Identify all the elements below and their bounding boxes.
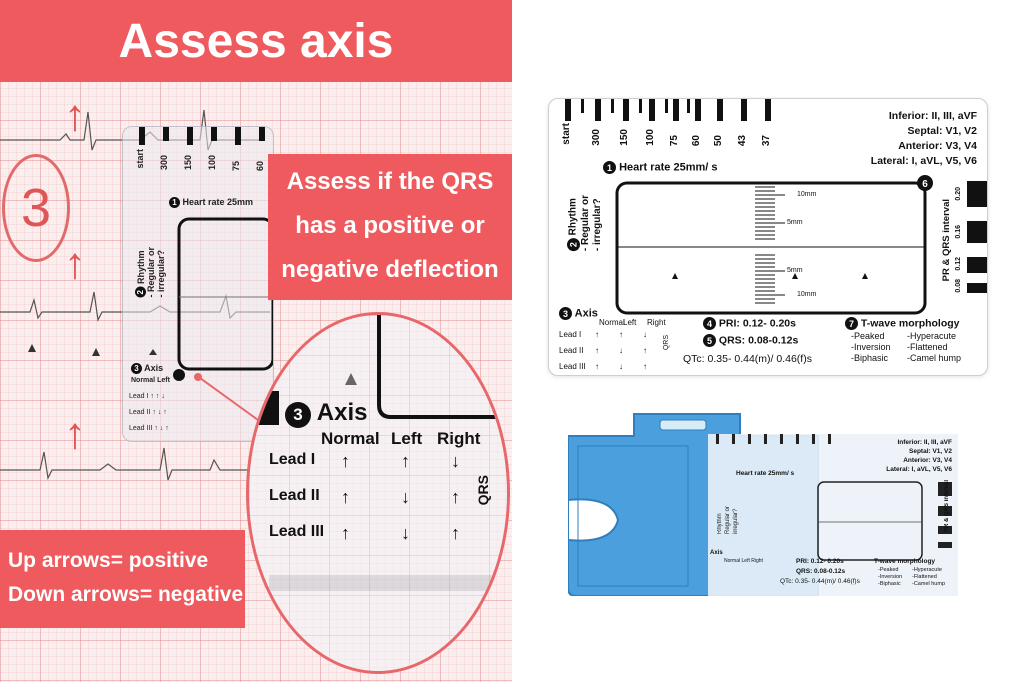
lead-ii-label: Lead II <box>269 487 320 504</box>
up-arrow-icon: ↑ <box>64 239 86 288</box>
magnified-ruler-edge <box>249 315 507 671</box>
axis-qrs-label: QRS <box>663 335 670 351</box>
holder-pr-qrs-label: PR & QRS interval <box>944 480 950 533</box>
lead-i-normal-arrow-icon: ↑ <box>341 451 350 471</box>
lead-i-label: Lead I <box>269 451 316 468</box>
legend-line-negative: Down arrows= negative <box>8 583 244 606</box>
t-wave-heading: 7 T-wave morphology <box>845 317 960 330</box>
lead-rows-small: Lead I ↑ ↑ ↓ Lead II ↑ ↓ ↑ Lead III ↑ ↓ … <box>129 393 169 432</box>
axis-columns-small: Normal Left <box>131 377 170 384</box>
up-arrow-icon: ↑ <box>64 91 86 140</box>
translucent-ruler: start 300 150 100 75 60 1 Heart rate 25m… <box>122 126 274 442</box>
qtc-value: QTc: 0.35- 0.44(m)/ 0.46(f)s <box>683 353 812 365</box>
pr-tick-012: 0.12 <box>955 257 962 271</box>
axis-heading: 3 Axis <box>559 307 598 320</box>
lead-iii-label: Lead III <box>269 523 325 540</box>
lead-row: Lead II↑↓↑ <box>559 346 647 355</box>
holder-t-wave-heading: T-wave morphology <box>874 558 936 565</box>
magnified-axis-heading: 3 Axis <box>285 399 367 428</box>
step-number-icon: 3 <box>559 307 572 320</box>
qrs-value: 5 QRS: 0.08-0.12s <box>703 334 798 347</box>
rate-tick-37: 37 <box>761 135 772 147</box>
callout-line: negative deflection <box>281 256 499 283</box>
ecg-ruler-card: 6 start 300 150 100 75 60 50 43 37 Infer… <box>548 98 988 376</box>
up-arrow-icon: ↑ <box>64 409 86 458</box>
lead-ii-right-arrow-icon: ↑ <box>451 487 460 507</box>
holder-qrs: QRS: 0.08-0.12s <box>796 568 846 575</box>
step-circle: 3 <box>2 154 70 262</box>
lead-iii-normal-arrow-icon: ↑ <box>341 523 350 543</box>
legend-line-positive: Up arrows= positive <box>8 549 209 572</box>
step-number-icon: 7 <box>845 317 858 330</box>
holder-pri: PRI: 0.12- 0.20s <box>796 558 844 565</box>
title-banner: Assess axis <box>0 0 512 82</box>
scale-5mm-top: 5mm <box>787 219 803 226</box>
pr-tick-008: 0.08 <box>955 279 962 293</box>
lead-iii-left-arrow-icon: ↓ <box>401 523 410 543</box>
svg-text:6: 6 <box>922 179 928 190</box>
pr-tick-016: 0.16 <box>955 225 962 239</box>
pr-qrs-interval-label: PR & QRS interval <box>941 199 952 282</box>
scale-5mm-bottom: 5mm <box>787 267 803 274</box>
card-graphics: 6 <box>565 99 987 315</box>
lead-i-left-arrow-icon: ↑ <box>401 451 410 471</box>
step-number-icon: 3 <box>285 402 311 428</box>
magnifier-circle: 3 Axis Normal Left Right QRS Lead I ↑ ↑ … <box>246 312 510 674</box>
holder-axis-heading: Axis <box>710 550 723 556</box>
lead-row: Lead I↑↑↓ <box>559 330 647 339</box>
step-number-icon: 5 <box>703 334 716 347</box>
heart-rate-label: 1 Heart rate 25mm/ s <box>603 161 718 174</box>
blue-badge-holder: Inferior: II, III, aVF Septal: V1, V2 An… <box>568 410 958 596</box>
rate-tick-150: 150 <box>619 129 630 146</box>
holder-qtc: QTc: 0.35- 0.44(m)/ 0.46(f)s <box>780 578 860 585</box>
holder-t-wave-list: -Peaked-Hyperacute -Inversion-Flattened … <box>878 567 946 587</box>
legend-banner: Up arrows= positive Down arrows= negativ… <box>0 530 245 628</box>
rate-tick-43: 43 <box>737 135 748 147</box>
callout-banner: Assess if the QRS has a positive or nega… <box>268 154 512 300</box>
step-number-icon: 1 <box>603 161 616 174</box>
axis-explainer-panel: ↑ ↑ ↑ 3 start 300 150 100 75 60 1 Heart … <box>0 0 512 682</box>
step-number-icon: 2 <box>567 238 580 252</box>
col-right: Right <box>437 429 481 448</box>
col-left: Left <box>391 429 423 448</box>
holder-territories: Inferior: II, III, aVF Septal: V1, V2 An… <box>886 439 952 473</box>
t-wave-list: -Peaked-Hyperacute -Inversion-Flattened … <box>851 331 962 363</box>
pr-tick-020: 0.20 <box>955 187 962 201</box>
rate-tick-50: 50 <box>713 135 724 147</box>
rate-tick-60: 60 <box>691 135 702 147</box>
lead-i-right-arrow-icon: ↓ <box>451 451 460 471</box>
axis-col-normal: Normal <box>599 318 625 327</box>
rhythm-label: 2 Rhythm - Regular or - irregular? <box>567 195 603 252</box>
lead-ii-left-arrow-icon: ↓ <box>401 487 410 507</box>
lead-ii-normal-arrow-icon: ↑ <box>341 487 350 507</box>
qrs-side-label: QRS <box>475 475 491 506</box>
pri-value: 4 PRI: 0.12- 0.20s <box>703 317 796 330</box>
rate-tick-start: start <box>561 123 572 145</box>
callout-line: has a positive or <box>295 212 485 239</box>
lead-iii-right-arrow-icon: ↑ <box>451 523 460 543</box>
callout-line: Assess if the QRS <box>286 168 494 195</box>
heart-rate-label: 1 Heart rate 25mm <box>169 197 253 208</box>
scale-10mm-top: 10mm <box>797 191 817 198</box>
col-normal: Normal <box>321 429 380 448</box>
rate-tick-300: 300 <box>591 129 602 146</box>
rate-tick-75: 75 <box>669 135 680 147</box>
step-number-icon: 4 <box>703 317 716 330</box>
lead-rows: Lead I↑↑↓ Lead II↑↓↑ Lead III↑↓↑ <box>559 327 647 375</box>
holder-heart-rate-label: Heart rate 25mm/ s <box>736 470 795 477</box>
territories-list: Inferior: II, III, aVF Septal: V1, V2 An… <box>870 110 977 167</box>
scale-10mm-bottom: 10mm <box>797 291 817 298</box>
axis-col-left: Left <box>623 318 637 327</box>
holder-axis-columns: Normal Left Right <box>724 558 763 564</box>
holder-shape <box>568 413 958 596</box>
axis-col-right: Right <box>647 318 666 327</box>
axis-heading-small: 3 Axis <box>131 363 163 374</box>
magnifier-pointer <box>194 373 259 421</box>
rate-tick-100: 100 <box>645 129 656 146</box>
ruler-tick-marks <box>139 127 273 381</box>
lead-row: Lead III↑↓↑ <box>559 362 647 371</box>
